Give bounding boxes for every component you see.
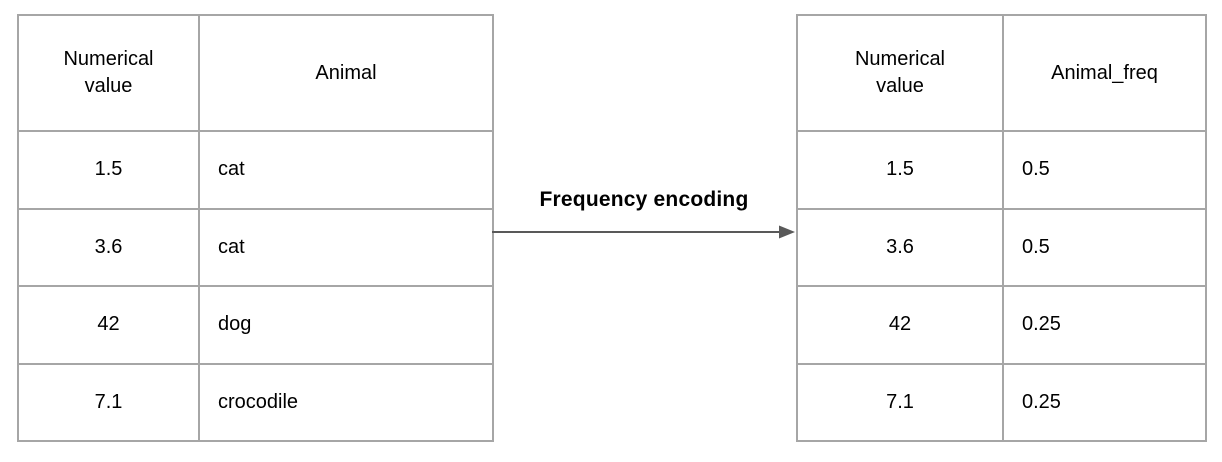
- source-header-numerical-value: Numerical value: [17, 14, 200, 132]
- source-header-animal: Animal: [198, 14, 494, 132]
- source-cell-numerical: 42: [17, 285, 200, 365]
- table-row: 3.6 0.5: [796, 207, 1207, 287]
- encoded-cell-numerical: 7.1: [796, 362, 1004, 442]
- source-cell-animal: cat: [198, 130, 494, 210]
- source-header-animal-label: Animal: [315, 61, 377, 84]
- table-row: 1.5 cat: [17, 130, 494, 210]
- source-table-header-row: Numerical value Animal: [17, 14, 494, 132]
- source-cell-numerical: 3.6: [17, 207, 200, 287]
- transform-annotation: Frequency encoding: [492, 188, 796, 240]
- source-cell-numerical: 7.1: [17, 362, 200, 442]
- encoded-header-numerical-value: Numerical value: [796, 14, 1004, 132]
- table-row: 7.1 crocodile: [17, 362, 494, 442]
- encoded-header-numerical-value-label: Numerical value: [854, 48, 946, 97]
- encoded-table-header-row: Numerical value Animal_freq: [796, 14, 1207, 132]
- encoded-header-animal-freq: Animal_freq: [1002, 14, 1207, 132]
- source-cell-animal: cat: [198, 207, 494, 287]
- source-table: Numerical value Animal 1.5 cat 3.6 cat 4…: [17, 14, 494, 442]
- right-arrow-icon: [492, 225, 795, 239]
- source-cell-animal: dog: [198, 285, 494, 365]
- encoded-cell-numerical: 42: [796, 285, 1004, 365]
- source-header-numerical-value-label: Numerical value: [63, 48, 154, 97]
- transform-label: Frequency encoding: [539, 188, 749, 211]
- table-row: 3.6 cat: [17, 207, 494, 287]
- table-row: 42 dog: [17, 285, 494, 365]
- table-row: 1.5 0.5: [796, 130, 1207, 210]
- table-row: 42 0.25: [796, 285, 1207, 365]
- encoded-table: Numerical value Animal_freq 1.5 0.5 3.6 …: [796, 14, 1207, 442]
- table-row: 7.1 0.25: [796, 362, 1207, 442]
- encoded-cell-numerical: 1.5: [796, 130, 1004, 210]
- encoded-cell-freq: 0.5: [1002, 130, 1207, 210]
- encoded-header-animal-freq-label: Animal_freq: [1051, 61, 1158, 84]
- encoded-cell-freq: 0.25: [1002, 285, 1207, 365]
- encoded-cell-freq: 0.25: [1002, 362, 1207, 442]
- encoded-cell-numerical: 3.6: [796, 207, 1004, 287]
- encoded-cell-freq: 0.5: [1002, 207, 1207, 287]
- source-cell-animal: crocodile: [198, 362, 494, 442]
- source-cell-numerical: 1.5: [17, 130, 200, 210]
